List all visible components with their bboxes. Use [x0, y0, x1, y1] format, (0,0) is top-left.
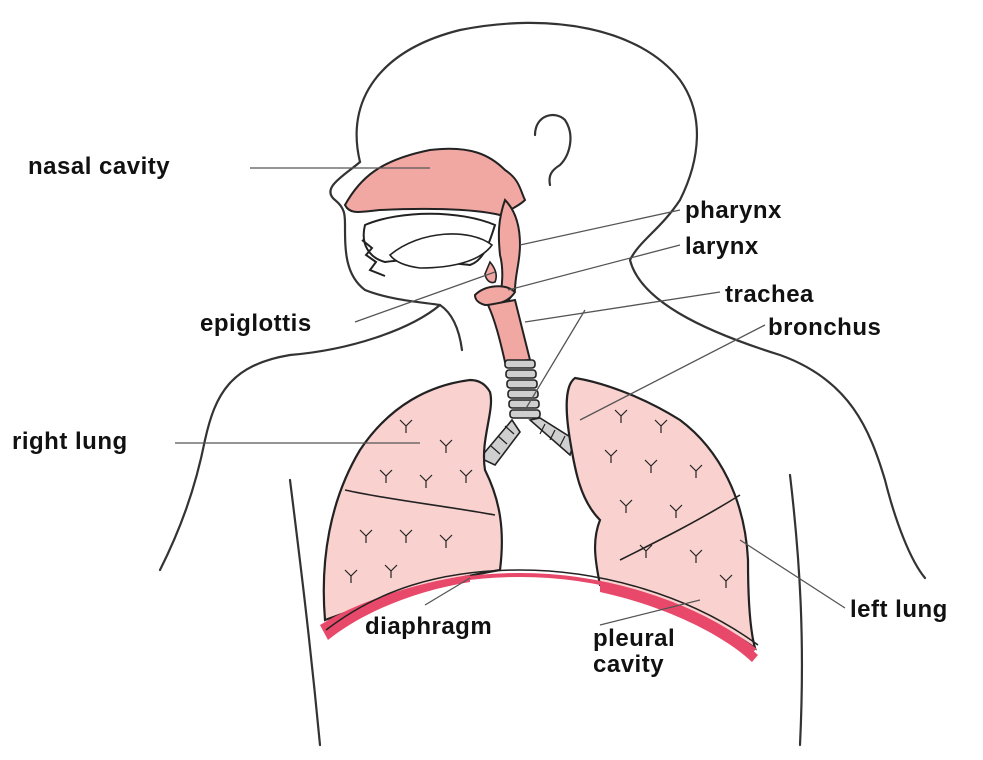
right-lung-shape	[324, 380, 502, 620]
label-pleural-cavity: pleural cavity	[593, 626, 675, 679]
trachea-upper	[488, 300, 530, 362]
label-nasal-cavity: nasal cavity	[28, 155, 170, 179]
label-trachea: trachea	[725, 283, 814, 307]
upper-airway	[345, 149, 530, 362]
leader-left-lung	[740, 540, 845, 608]
label-epiglottis: epiglottis	[200, 312, 312, 336]
ear	[535, 115, 570, 185]
leader-trachea	[525, 292, 720, 322]
trachea-ring	[510, 410, 540, 418]
label-pharynx: pharynx	[685, 199, 782, 223]
right-arm-line	[790, 475, 802, 745]
trachea-ring	[505, 360, 535, 368]
label-left-lung: left lung	[850, 598, 948, 622]
trachea	[505, 360, 540, 418]
label-bronchus: bronchus	[768, 316, 881, 340]
left-arm-line	[290, 480, 320, 745]
bronchi	[480, 418, 575, 465]
trachea-ring	[506, 370, 536, 378]
trachea-ring	[509, 400, 539, 408]
leader-bronchus	[580, 325, 765, 420]
label-right-lung: right lung	[12, 430, 128, 454]
body-outline	[160, 23, 925, 745]
trachea-ring	[507, 380, 537, 388]
nasal-cavity-shape	[345, 149, 525, 215]
label-larynx: larynx	[685, 235, 759, 259]
leader-larynx	[508, 245, 680, 290]
label-diaphragm: diaphragm	[365, 615, 492, 639]
